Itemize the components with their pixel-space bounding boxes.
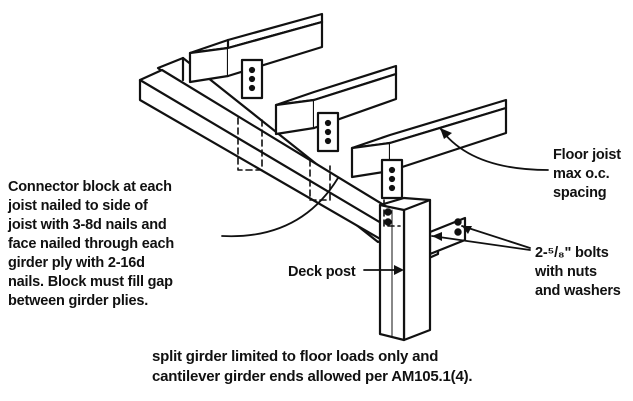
arrow-head-bolt-a bbox=[462, 226, 472, 234]
connector-block-label: Connector block at each joist nailed to … bbox=[8, 179, 175, 309]
bolts-leader-a bbox=[461, 225, 531, 249]
arrow-heads bbox=[394, 128, 472, 275]
connector-blocks bbox=[240, 58, 404, 200]
floor-joist-leader bbox=[439, 127, 549, 171]
bolts-leader-b bbox=[431, 235, 531, 251]
deck-post bbox=[378, 196, 432, 342]
floor-joist-label: Floor joist max o.c. spacing bbox=[553, 147, 621, 201]
leader-lines bbox=[221, 127, 549, 271]
bolts-label: 2-⁵/₈" bolts with nuts and washers bbox=[535, 245, 621, 299]
arrow-head-joist bbox=[440, 128, 452, 139]
arrow-head-bolt-b bbox=[432, 232, 442, 241]
caption: split girder limited to floor loads only… bbox=[152, 348, 473, 385]
arrow-head-post bbox=[394, 265, 404, 275]
hidden-block-lines bbox=[237, 117, 401, 227]
deck-post-label: Deck post bbox=[288, 264, 356, 280]
bolts bbox=[384, 208, 462, 236]
floor-joist-right bbox=[350, 98, 508, 179]
